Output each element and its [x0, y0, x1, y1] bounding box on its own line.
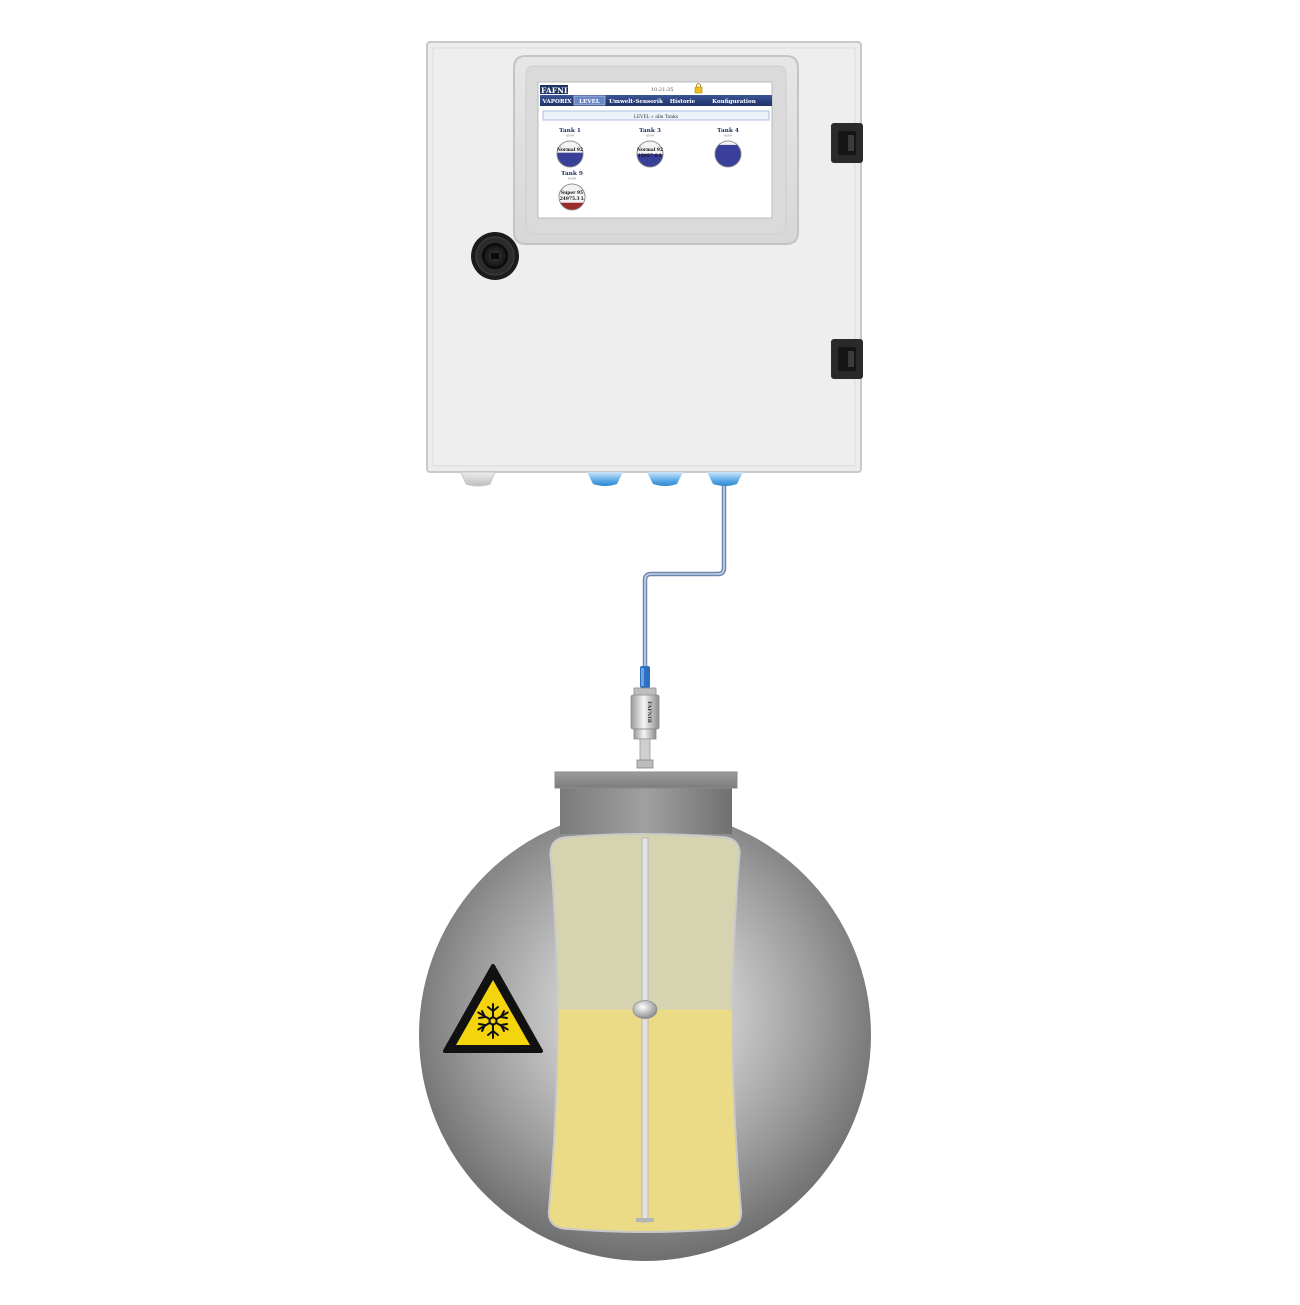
- brand-logo-box: [540, 85, 568, 94]
- nav-label: Konfiguration: [712, 99, 756, 105]
- nav-bar: [540, 95, 772, 106]
- tank-gauge-fill: [559, 202, 585, 210]
- tank-product: Super 95: [561, 191, 583, 196]
- probe-tube: [641, 837, 649, 1223]
- cable-gland-2: [647, 472, 683, 486]
- probe-brand: FAFNIR: [646, 701, 652, 724]
- level-probe: FAFNIR: [630, 687, 660, 769]
- probe-housing: [630, 694, 660, 730]
- nav-label: LEVEL: [579, 99, 600, 105]
- upper-hinge: [831, 123, 863, 163]
- tank-gauge-fill: [557, 152, 583, 167]
- tank-gauge-fill: [637, 154, 663, 167]
- nav-menu: VAPORIX LEVEL Umwelt-Sensorik Historie Konfi…: [542, 95, 756, 106]
- breadcrumb: LEVEL » alle Tanks: [634, 114, 679, 120]
- storage-tank: [419, 771, 871, 1261]
- nav-item-level[interactable]: LEVEL: [573, 95, 606, 106]
- nav-item-umwelt-sensorik[interactable]: Umwelt-Sensorik: [609, 99, 663, 105]
- sensor-cable: [640, 486, 727, 688]
- snowflake-icon: [477, 1003, 509, 1039]
- tank-title: Tank 9: [561, 171, 583, 177]
- tank-gauge-fill: [715, 144, 741, 167]
- tank-subtitle: SUPER: [568, 177, 577, 181]
- nav-label: VAPORIX: [542, 99, 573, 105]
- nav-item-vaporix[interactable]: VAPORIX: [542, 99, 573, 105]
- nav-label: Umwelt-Sensorik: [609, 99, 663, 105]
- lower-hinge: [831, 339, 863, 379]
- tank-subtitle: NORM: [566, 134, 574, 138]
- clock-display: 10:21:35: [651, 87, 673, 93]
- breadcrumb-bar: [542, 110, 770, 121]
- cable-gland-1: [587, 472, 623, 486]
- probe-foot: [636, 1218, 654, 1222]
- touch-screen: FAFNIR 10:21:35 VAPORIX LEVEL Umwelt-Senso…: [537, 81, 773, 229]
- key-lock[interactable]: [471, 232, 519, 280]
- tank-neck: [560, 786, 732, 834]
- cable-gland-left: [460, 471, 496, 487]
- tank-subtitle: NORM: [646, 134, 654, 138]
- tank-title: Tank 4: [717, 128, 739, 134]
- control-cabinet: FAFNIR 10:21:35 VAPORIX LEVEL Umwelt-Senso…: [426, 41, 863, 487]
- tank-volume: 24975.3 L: [560, 197, 584, 202]
- low-temperature-warning-icon: [443, 964, 543, 1053]
- tank-product: Normal 92: [637, 148, 663, 153]
- tank-product: Normal 92: [557, 148, 583, 153]
- nav-item-historie[interactable]: Historie: [670, 99, 696, 105]
- cable-gland-3: [707, 472, 743, 486]
- brand-logo: FAFNIR: [541, 86, 574, 95]
- tank-subtitle: NORM: [724, 134, 732, 138]
- tank-flange: [554, 771, 738, 789]
- product-float: [632, 1000, 658, 1019]
- tank-title: Tank 3: [639, 128, 661, 134]
- nav-item-konfiguration[interactable]: Konfiguration: [712, 99, 756, 105]
- tank-title: Tank 1: [559, 128, 581, 134]
- tank-volume: 15057.6 L: [638, 154, 662, 159]
- lock-icon[interactable]: [694, 83, 703, 94]
- nav-label: Historie: [670, 99, 696, 105]
